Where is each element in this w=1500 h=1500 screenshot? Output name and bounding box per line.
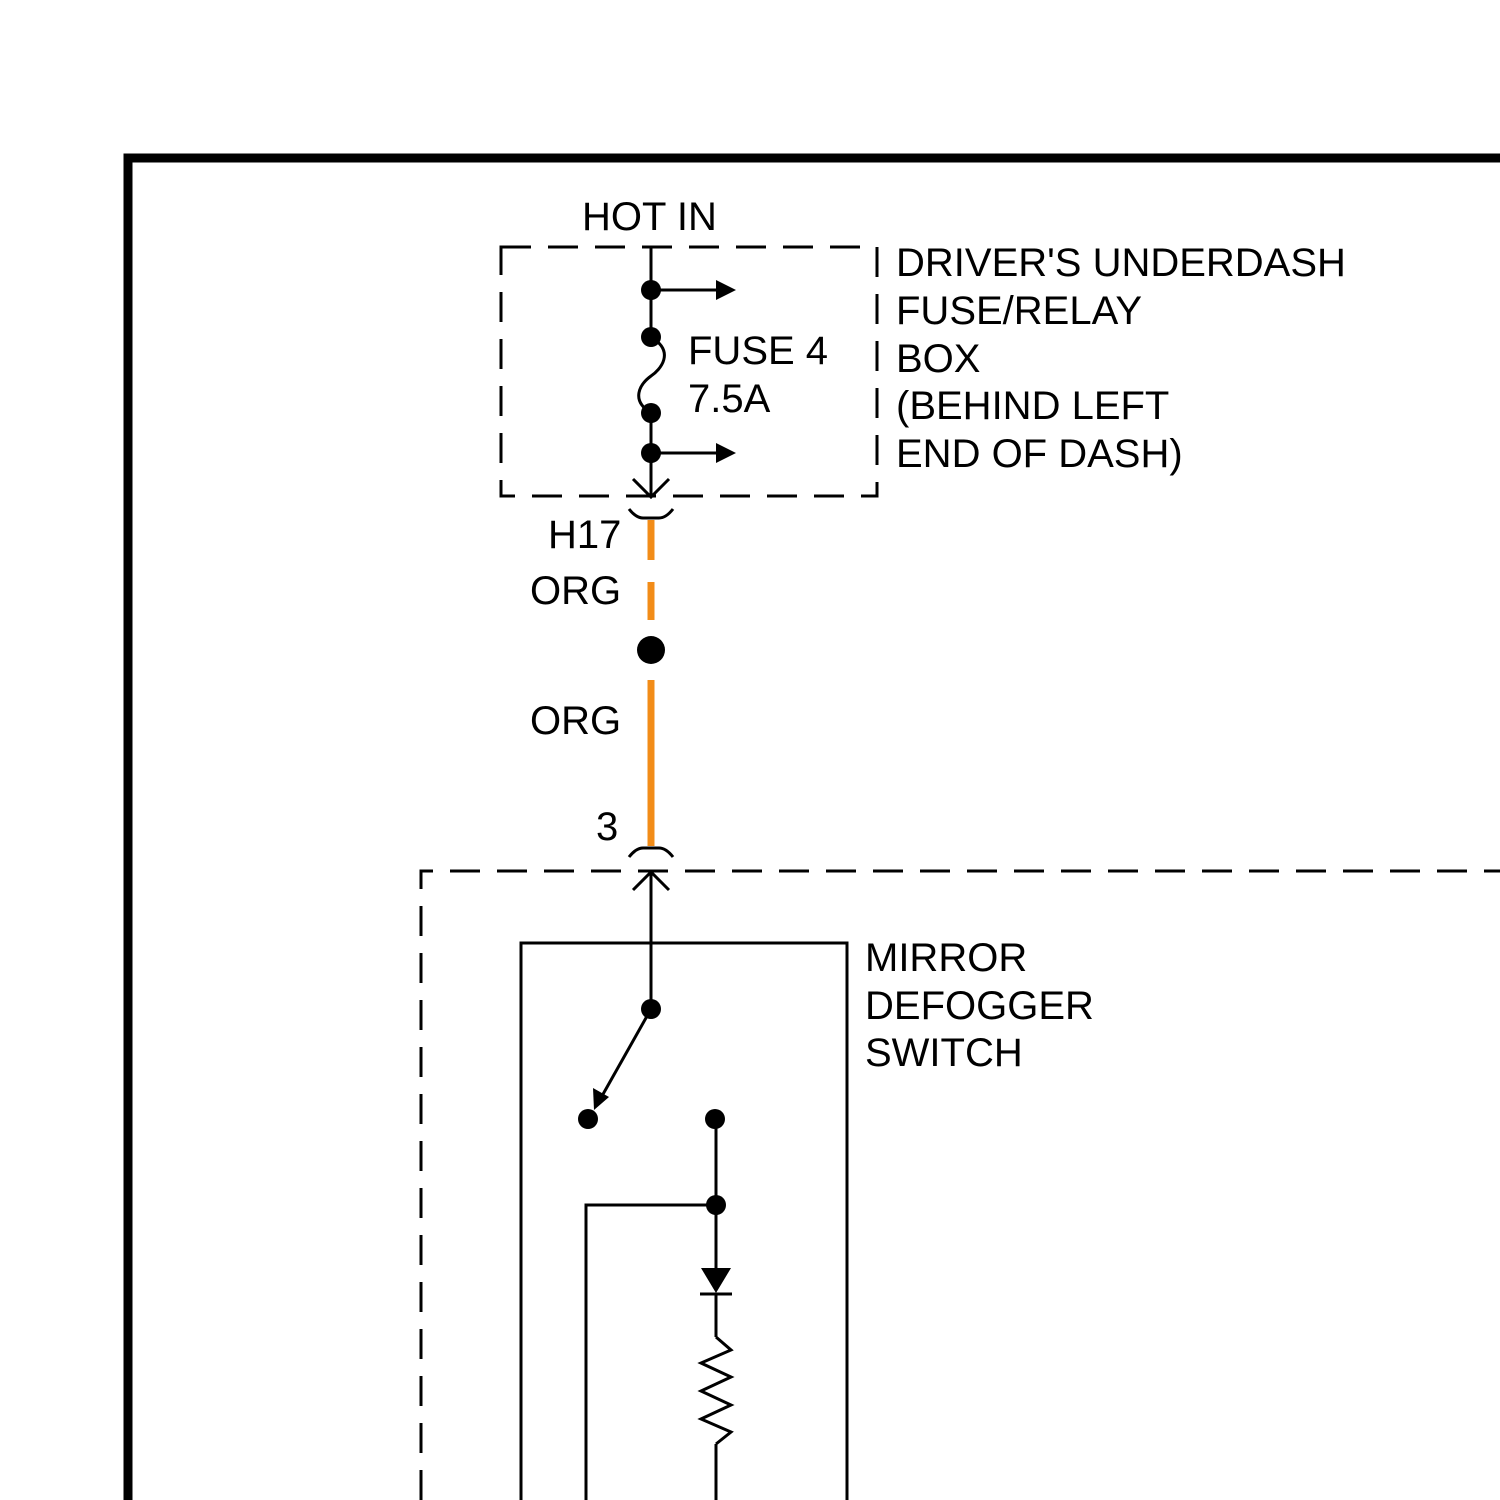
switch-label-line-3: SWITCH xyxy=(865,1031,1023,1075)
connector-h17-socket-icon xyxy=(629,509,673,518)
splice-point xyxy=(637,636,665,664)
switch-label-line-1: MIRROR xyxy=(865,936,1027,980)
pin-3-label: 3 xyxy=(596,805,618,849)
switch-box-outline xyxy=(521,943,847,1500)
branch-arrow-upper-icon xyxy=(716,280,736,300)
fuse-box-label-line-5: END OF DASH) xyxy=(896,432,1183,476)
connector-h17-label: H17 xyxy=(548,513,621,557)
indicator-return-wire xyxy=(586,1205,716,1500)
fuse-box-label-line-1: DRIVER'S UNDERDASH xyxy=(896,241,1346,285)
pin-3-socket-icon xyxy=(629,848,673,857)
fuse-box-label-line-4: (BEHIND LEFT xyxy=(896,384,1169,428)
wire-color-label-1: ORG xyxy=(530,569,621,613)
hot-in-label: HOT IN xyxy=(582,195,717,239)
branch-arrow-lower-icon xyxy=(716,443,736,463)
fuse-box-label-line-3: BOX xyxy=(896,337,980,381)
fuse-symbol-icon xyxy=(639,337,665,413)
wire-color-label-2: ORG xyxy=(530,699,621,743)
switch-label-line-2: DEFOGGER xyxy=(865,984,1094,1028)
resistor-icon xyxy=(701,1337,731,1444)
switch-blade xyxy=(602,1009,651,1096)
switch-contact-left xyxy=(578,1109,598,1129)
fuse-rating-label: 7.5A xyxy=(688,377,771,421)
fuse-name-label: FUSE 4 xyxy=(688,329,828,373)
fuse-box-label-line-2: FUSE/RELAY xyxy=(896,289,1142,333)
switch-blade-arrow-icon xyxy=(593,1088,609,1110)
diode-icon xyxy=(701,1268,731,1293)
